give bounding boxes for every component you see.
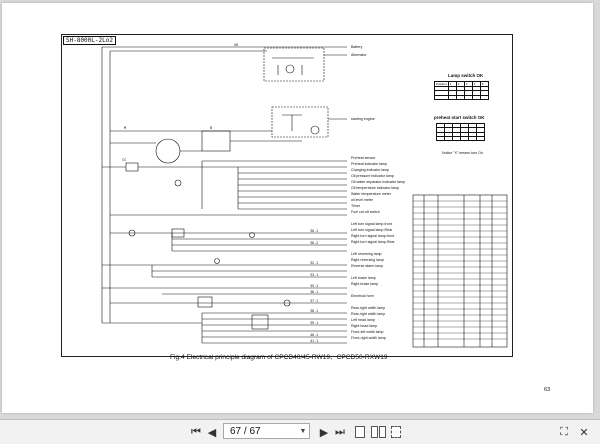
component-label: oil level meter [351,198,374,202]
wiring-diagram: X0 B M CS 30.1 30.2 32.1 33.1 35.1 36.1 … [101,43,508,348]
label-battery: Battery [351,45,363,49]
two-page-view-icon[interactable] [370,424,386,440]
close-icon[interactable]: ✕ [579,426,589,439]
wire-tag: 35.1 [310,284,318,288]
component-label: Right turn signal lamp-front [351,234,395,238]
component-label: Left reversing lamp [351,252,382,256]
wire-tag: B [210,126,212,130]
component-label: Right turn signal lamp-Rear [351,240,395,244]
component-label: Left turn signal lamp-front [351,222,392,226]
wire-tag: 30.1 [310,229,318,233]
wire-tag: 32.1 [310,261,318,265]
preheat-switch-title: preheat start switch OK [434,115,485,120]
wire-tag: 33.1 [310,273,318,277]
component-label: Oil-water separator indicator lamp [351,180,405,184]
page-number: 63 [544,387,551,393]
component-label: Preheat sensor [351,156,376,160]
next-page-icon[interactable]: ▶ [319,426,329,439]
component-label: Rear-right width lamp [351,312,386,316]
component-label: Fuel cut off switch [351,210,380,214]
wire-tag: X0 [234,43,238,47]
fullscreen-icon[interactable]: ⛶ [560,425,568,438]
component-label: Oil temperature indicator lamp [351,186,400,190]
component-label: Reverse alarm lamp [351,264,384,268]
component-label: Right reversing lamp [351,258,384,262]
wire-tag: 41.1 [310,339,318,343]
component-label: Charging indicator lamp [351,168,389,172]
component-label: Front-right width lamp [351,336,386,340]
component-label: Right head lamp [351,324,378,328]
document-tag: SH-8000L-2Lo2 [63,36,116,45]
component-label: Preheat indicator lamp [351,162,387,166]
drawing-frame [61,34,513,357]
component-label: Rear-right width lamp [351,306,386,310]
document-page: SH-8000L-2Lo2 [2,3,593,413]
component-label: Oil pressure indicator lamp [351,174,394,178]
component-label: Left head lamp [351,318,375,322]
wire-tag: 36.1 [310,290,318,294]
lamp-switch-table: Position 1 2 3 4 5 [434,81,489,100]
component-label: Left turn signal lamp-Rear [351,228,393,232]
label-starting-engine: starting engine [351,117,375,121]
fit-page-icon[interactable] [388,424,404,440]
preheat-switch-table [436,122,485,142]
viewer-toolbar: ⏮ ◀ 67 / 67 ▼ ▶ ⏭ ⛶ ✕ [0,419,600,444]
component-label: Front-left width lamp [351,330,384,334]
figure-caption: Fig.4 Electrical principle diagram of CP… [170,354,388,361]
table-cell: Position [434,81,449,87]
first-page-icon[interactable]: ⏮ [191,425,201,438]
component-label: Left brake lamp [351,276,376,280]
component-label: Timer [351,204,361,208]
wire-tag: 38.1 [310,309,318,313]
wire-tag: 40.1 [310,333,318,337]
label-alternator: Alternator [351,53,367,57]
lamp-switch-title: Lamp switch OK [448,73,484,78]
chevron-down-icon[interactable]: ▼ [299,427,307,435]
wire-tag: M [124,126,126,130]
previous-page-icon[interactable]: ◀ [207,426,217,439]
single-page-view-icon[interactable] [352,424,368,440]
wire-tag: 30.2 [310,241,318,245]
component-label: Water temperature meter [351,192,392,196]
wire-tag: 39.1 [310,321,318,325]
page-number-input[interactable]: 67 / 67 ▼ [223,423,310,439]
page-indicator: 67 / 67 [230,425,261,437]
wire-tag: CS [122,158,126,162]
wire-tag: 37.1 [310,299,318,303]
component-label: Right brake lamp [351,282,379,286]
notice-text: Notice "X" means turn On [442,151,483,155]
last-page-icon[interactable]: ⏭ [335,425,345,438]
component-label: Electrical horn [351,294,374,298]
